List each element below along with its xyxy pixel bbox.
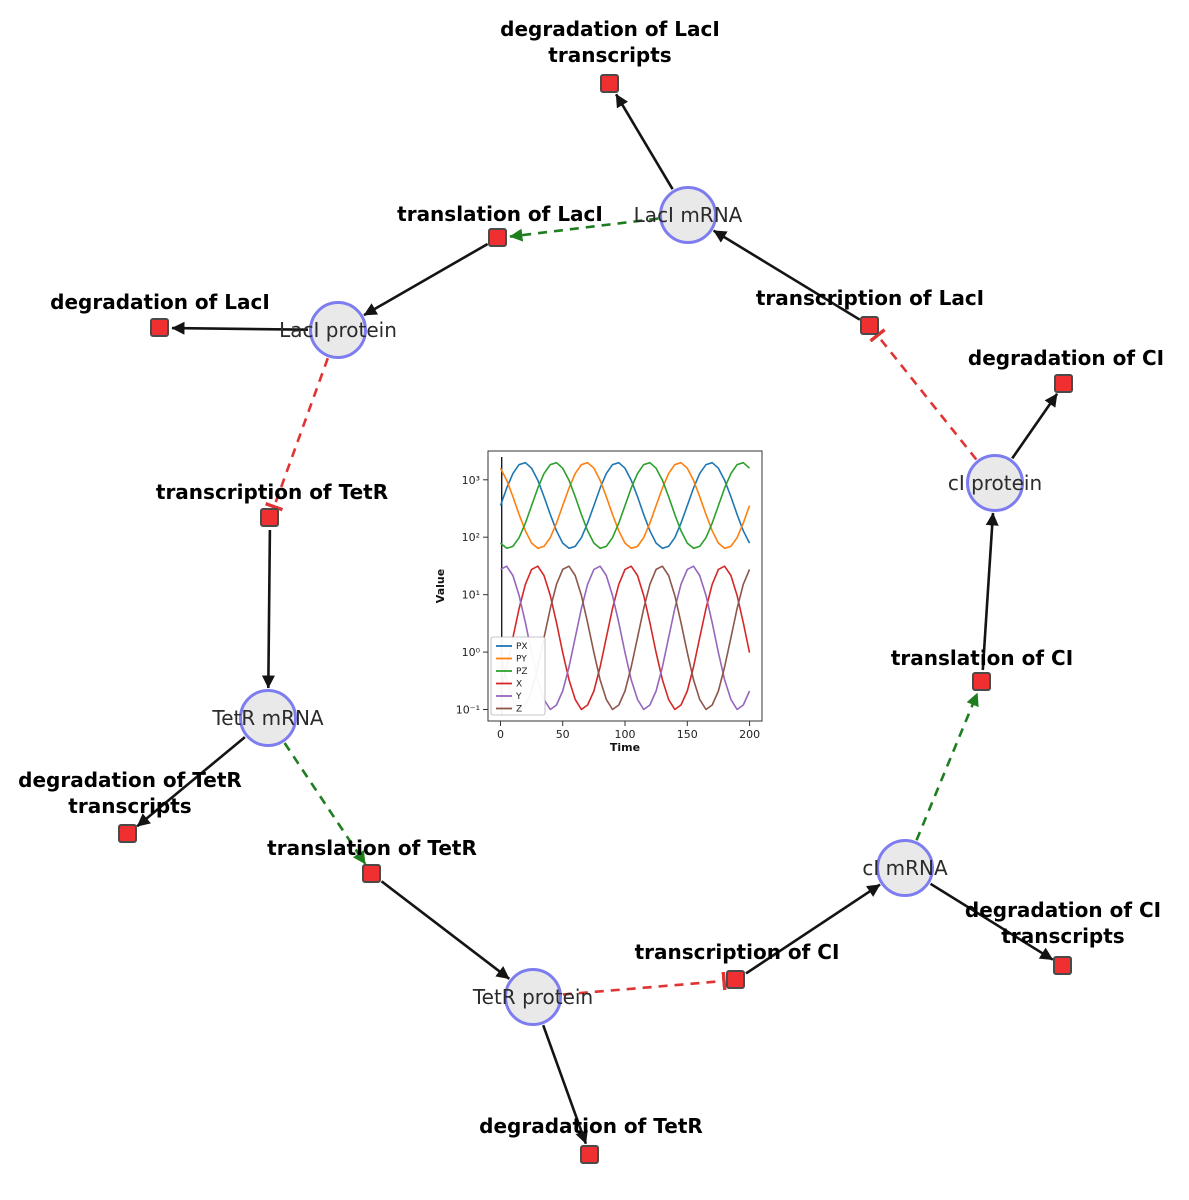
x-axis-label: Time	[610, 741, 640, 754]
reaction-node-deg-tetr-transcripts[interactable]	[118, 824, 137, 843]
y-tick-1e-1: 10⁻¹	[456, 704, 480, 717]
reaction-label-deg-ci-transcripts: degradation of CI transcripts	[964, 898, 1162, 948]
x-tick-50: 50	[556, 728, 570, 741]
x-tick-100: 100	[615, 728, 636, 741]
species-node-ci-protein[interactable]: cI protein	[948, 454, 1042, 512]
edge-modifier-tetr-mrna-to-translation-tetr	[283, 742, 367, 865]
edge-inhibition-tetr-protein-to-transcription-ci	[562, 971, 727, 996]
reaction-label-transcription-ci: transcription of CI	[634, 940, 840, 964]
series-line-X	[499, 565, 751, 711]
species-label-ci-protein: cI protein	[947, 471, 1043, 495]
reaction-node-transcription-ci[interactable]	[726, 970, 745, 989]
series-line-PZ	[499, 461, 751, 550]
edge-laci-protein-to-deg-laci	[171, 321, 309, 335]
legend-label-pz: PZ	[516, 667, 528, 677]
reaction-label-deg-tetr: degradation of TetR	[479, 1114, 703, 1138]
species-node-tetr-mrna[interactable]: TetR mRNA	[212, 689, 324, 747]
legend-label-y: Y	[515, 692, 522, 702]
y-tick-1e2: 10²	[462, 531, 480, 544]
edge-ci-mrna-to-deg-ci-transcripts	[929, 882, 1054, 961]
chart-frame: 0 50 100 150 200 10⁻¹ 10⁰ 10¹ 10² 10³ Ti…	[434, 450, 763, 754]
species-label-laci-protein: LacI protein	[279, 318, 397, 342]
reaction-label-translation-laci: translation of LacI	[397, 202, 603, 226]
series-line-PY	[499, 461, 751, 550]
reaction-label-transcription-tetr: transcription of TetR	[155, 480, 389, 504]
x-tick-0: 0	[497, 728, 504, 741]
x-tick-200: 200	[739, 728, 760, 741]
species-node-laci-mrna[interactable]: LacI mRNA	[634, 186, 742, 244]
species-node-tetr-protein[interactable]: TetR protein	[473, 968, 593, 1026]
edge-tetr-protein-to-deg-tetr	[541, 1024, 588, 1145]
reaction-node-deg-ci-transcripts[interactable]	[1053, 956, 1072, 975]
reaction-node-translation-tetr[interactable]	[362, 864, 381, 883]
edge-translation-ci-to-ci-protein	[981, 512, 999, 671]
species-label-tetr-mrna: TetR mRNA	[212, 706, 324, 730]
x-tick-150: 150	[677, 728, 698, 741]
species-label-laci-mrna: LacI mRNA	[633, 203, 743, 227]
species-label-ci-mrna: cI mRNA	[862, 856, 948, 880]
chart-legend: PX PY PZ X Y Z	[490, 636, 546, 716]
edge-lacimrna-to-deg-laci-transcripts	[614, 93, 674, 190]
reaction-node-transcription-tetr[interactable]	[260, 508, 279, 527]
legend-label-x: X	[516, 680, 522, 690]
edge-inhibition-ci-protein-to-transcription-laci	[869, 328, 978, 461]
reaction-label-translation-tetr: translation of TetR	[267, 836, 477, 860]
reaction-label-transcription-laci: transcription of LacI	[755, 286, 985, 310]
reaction-node-translation-laci[interactable]	[488, 228, 507, 247]
reaction-node-deg-ci[interactable]	[1054, 374, 1073, 393]
edge-tetr-mrna-to-deg-tetr-transcripts	[136, 736, 246, 828]
y-tick-1e1: 10¹	[462, 589, 480, 602]
reaction-node-translation-ci[interactable]	[972, 672, 991, 691]
species-node-ci-mrna[interactable]: cI mRNA	[862, 839, 948, 897]
reaction-node-deg-tetr[interactable]	[580, 1145, 599, 1164]
reaction-label-translation-ci: translation of CI	[890, 646, 1074, 670]
legend-label-px: PX	[516, 642, 528, 652]
reaction-label-deg-ci: degradation of CI	[967, 346, 1165, 370]
y-tick-1e0: 10⁰	[462, 646, 481, 659]
reaction-label-deg-laci-transcripts: degradation of LacI transcripts	[500, 17, 720, 67]
edge-transcription-ci-to-ci-mrna	[745, 883, 881, 975]
edge-modifier-laci-mrna-to-translation-laci	[509, 217, 659, 242]
edge-ci-protein-to-deg-ci	[1011, 393, 1059, 460]
reaction-node-deg-laci[interactable]	[150, 318, 169, 337]
reaction-node-transcription-laci[interactable]	[860, 316, 879, 335]
edge-inhibition-laci-protein-to-transcription-tetr	[265, 357, 330, 512]
inset-chart: 0 50 100 150 200 10⁻¹ 10⁰ 10¹ 10² 10³ Ti…	[430, 437, 775, 767]
legend-label-z: Z	[516, 705, 522, 715]
species-label-tetr-protein: TetR protein	[472, 985, 594, 1009]
y-tick-1e3: 10³	[462, 474, 480, 487]
series-line-PX	[499, 461, 751, 550]
inset-chart-svg: 0 50 100 150 200 10⁻¹ 10⁰ 10¹ 10² 10³ Ti…	[434, 450, 763, 754]
reaction-label-deg-laci: degradation of LacI	[50, 290, 270, 314]
edge-transcription-tetr-to-tetr-mrna	[261, 529, 275, 689]
edge-modifier-ci-mrna-to-translation-ci	[915, 692, 979, 841]
legend-label-py: PY	[516, 655, 527, 665]
y-axis-label: Value	[434, 569, 447, 603]
reaction-label-deg-tetr-transcripts: degradation of TetR transcripts	[18, 768, 242, 818]
edge-translation-tetr-to-tetr-protein	[380, 880, 510, 980]
reaction-node-deg-laci-transcripts[interactable]	[600, 74, 619, 93]
edge-transcription-laci-to-laci-mrna	[712, 229, 861, 321]
species-node-laci-protein[interactable]: LacI protein	[279, 301, 397, 359]
edge-translation-laci-to-laci-protein	[363, 242, 489, 317]
